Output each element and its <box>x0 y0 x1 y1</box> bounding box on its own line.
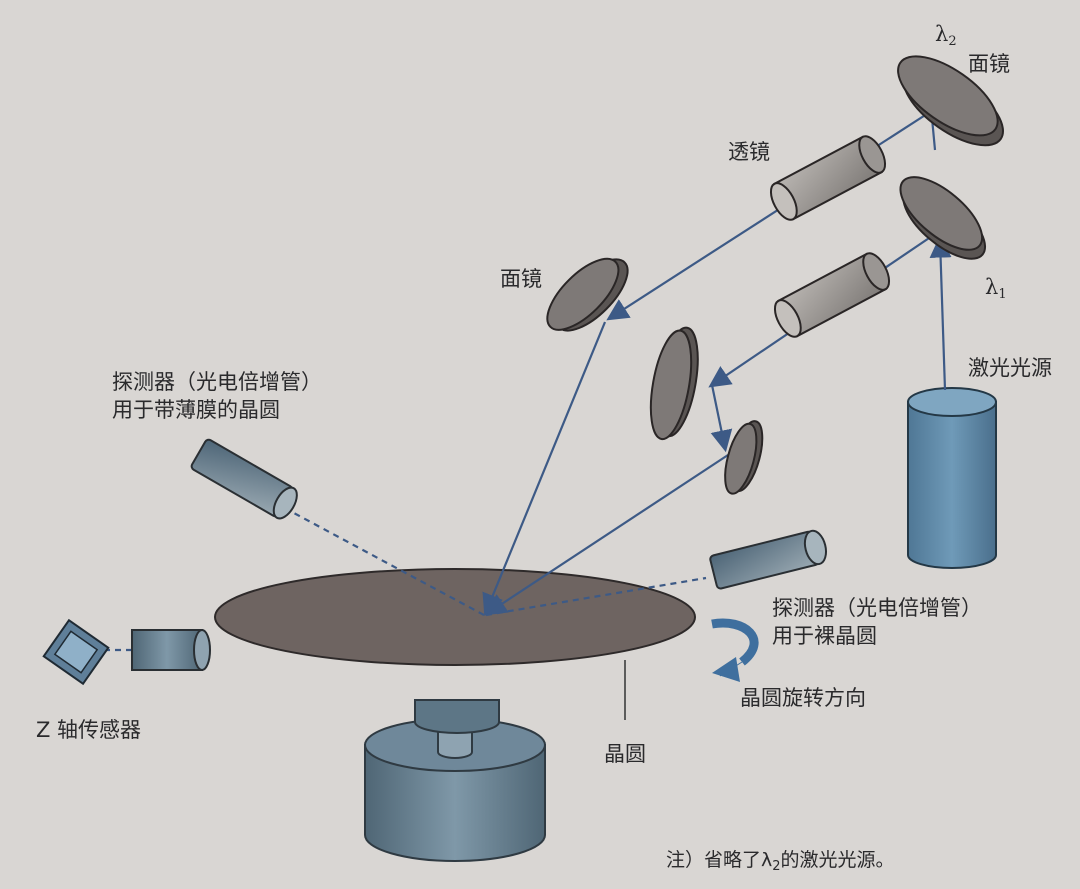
laser-source <box>907 387 997 569</box>
rotation-arrow-icon <box>711 618 759 682</box>
label-rotation: 晶圆旋转方向 <box>740 686 866 710</box>
detector-film <box>190 438 298 520</box>
label-lens: 透镜 <box>728 140 770 164</box>
label-laser-source: 激光光源 <box>968 356 1052 380</box>
detector-bare <box>709 529 827 590</box>
label-detector-film: 探测器（光电倍增管） 用于带薄膜的晶圆 <box>112 370 322 422</box>
lens-top <box>769 135 887 221</box>
label-wafer: 晶圆 <box>604 742 646 766</box>
label-lambda2: λ2 <box>935 22 957 49</box>
z-axis-sensor <box>42 618 211 686</box>
label-mirror-top: 面镜 <box>968 52 1010 76</box>
lens-lower <box>773 252 891 338</box>
wafer <box>214 568 696 666</box>
mirror-left <box>546 257 629 332</box>
mirror-middle <box>649 326 699 441</box>
mirror-top <box>897 55 1004 147</box>
note: 注）省略了λ2的激光光源。 <box>666 849 895 874</box>
mirror-small <box>724 420 764 495</box>
wafer-stage <box>364 699 546 862</box>
label-z-sensor: Z 轴传感器 <box>36 718 142 742</box>
label-lambda1: λ1 <box>985 275 1007 302</box>
label-detector-bare: 探测器（光电倍增管） 用于裸晶圆 <box>772 596 982 648</box>
label-mirror-left: 面镜 <box>500 267 542 291</box>
mirror-lower <box>899 176 987 260</box>
